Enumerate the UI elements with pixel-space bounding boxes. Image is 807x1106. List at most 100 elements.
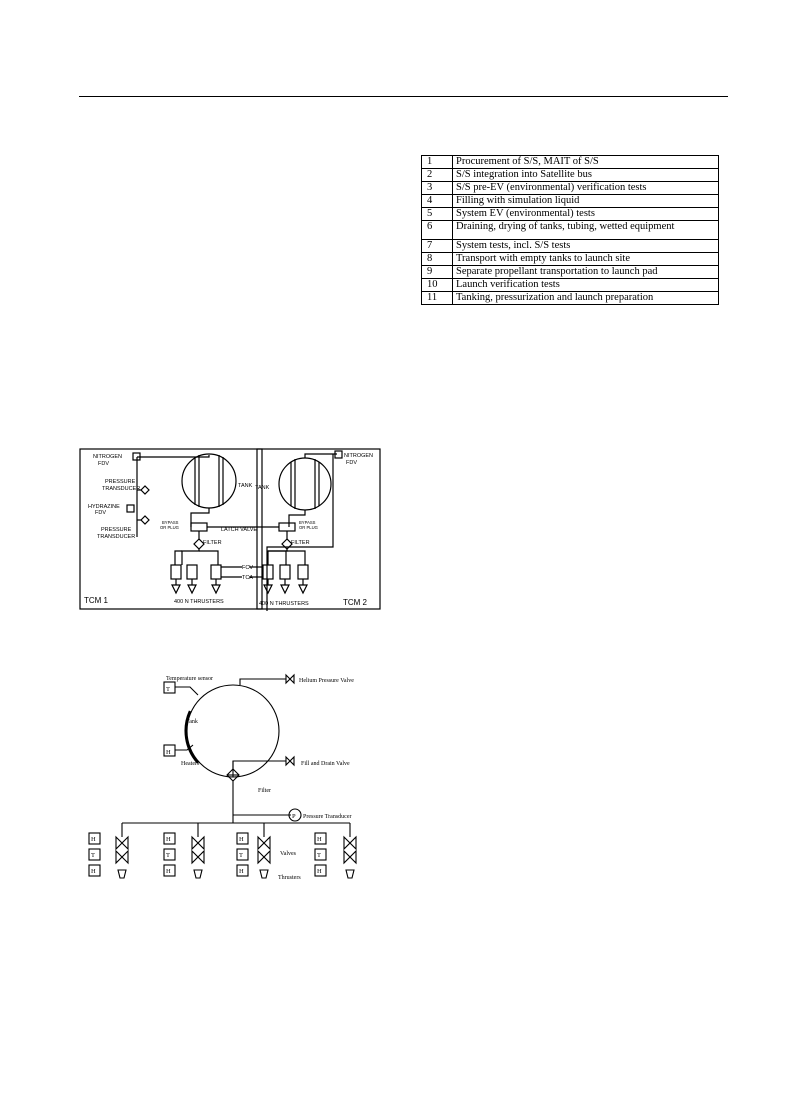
step-number: 9 [421,265,453,279]
nitrogen-fdv-left-symbol [132,452,141,461]
tcm2-label: TCM 2 [343,598,368,607]
nitrogen-fdv-left-label-2: FDV [98,461,109,467]
fill-drain-valve-symbol [285,755,295,767]
step-description: Separate propellant transportation to la… [452,265,719,279]
branch-1-box-letter-3: H [91,868,96,875]
step-description: System tests, incl. S/S tests [452,239,719,253]
thrusters-right-label: 400 N THRUSTERS [259,601,309,607]
step-description: S/S integration into Satellite bus [452,168,719,182]
pressure-transducer-symbol [288,808,302,822]
bypass-left-label-2: OR PLUG [160,525,179,530]
tca-label: TCA [242,575,253,581]
step-number: 4 [421,194,453,208]
latch-valve-label: LATCH VALVE [221,527,257,533]
tcm1-box [79,448,263,610]
pressure-transducer-top-label-1: PRESSURE [105,479,136,485]
pressure-transducer-letter: P [292,813,296,820]
temperature-sensor-letter: T [166,686,170,693]
step-description: Draining, drying of tanks, tubing, wette… [452,220,719,240]
step-number: 3 [421,181,453,195]
step-description: Transport with empty tanks to launch sit… [452,252,719,266]
hydrazine-fdv-label-2: FDV [95,510,106,516]
branch-2-box-letter-2: T [166,852,170,859]
step-description: Tanking, pressurization and launch prepa… [452,291,719,305]
branch-1-box-letter-2: T [91,852,95,859]
tank-right-symbol [278,457,332,511]
tcm-schematic-svg: NITROGEN FDV NITROGEN FDV PRESSURE TRANS… [79,448,381,611]
step-number: 7 [421,239,453,253]
tank-system-figure: Temperature sensor T Helium Pressure Val… [80,665,365,885]
hydrazine-fdv-label-1: HYDRAZINE [88,504,120,510]
tcm-schematic-figure: NITROGEN FDV NITROGEN FDV PRESSURE TRANS… [79,447,381,613]
thrusters-left-label: 400 N THRUSTERS [174,599,224,605]
step-number: 5 [421,207,453,221]
helium-valve-symbol [285,673,295,685]
step-description: System EV (environmental) tests [452,207,719,221]
hydrazine-fdv-symbol [126,504,135,513]
pressure-transducer-bottom-label-2: TRANSDUCER [97,534,135,540]
branch-1-box-letter-1: H [91,836,96,843]
branch-2-box-letter-1: H [166,836,171,843]
pressure-transducer-bottom-label-1: PRESSURE [101,527,132,533]
filter-label: Filter [258,788,271,794]
step-description: S/S pre-EV (environmental) verification … [452,181,719,195]
branch-2-box-letter-3: H [166,868,171,875]
tank-label: Tank [186,719,198,725]
bypass-right-label-2: OR PLUG [299,525,318,530]
branch-3-box-letter-1: H [239,836,244,843]
tank-right-label: TANK [255,485,270,491]
helium-valve-label: Helium Pressure Valve [299,678,354,684]
nitrogen-fdv-left-label-1: NITROGEN [93,454,122,460]
tank-system-svg: Temperature sensor T Helium Pressure Val… [88,673,357,881]
header-rule [79,96,728,97]
branch-3-box-letter-2: T [239,852,243,859]
step-number: 8 [421,252,453,266]
branch-4-box-letter-3: H [317,868,322,875]
tank-left-label: TANK [238,483,253,489]
pressure-transducer-bottom-symbol [140,515,150,525]
step-number: 10 [421,278,453,292]
thrusters-label: Thrusters [278,875,301,881]
tcm2-box [256,448,381,610]
heater-letter: H [166,749,171,756]
valves-label: Valves [280,851,297,857]
fcv-label: FCV [242,565,253,571]
step-description: Filling with simulation liquid [452,194,719,208]
tank-left-symbol [181,453,237,509]
step-number: 6 [421,220,453,240]
nitrogen-fdv-right-label-1: NITROGEN [344,453,373,459]
heaters-label: Heaters [181,761,200,767]
temperature-sensor-label: Temperature sensor [166,676,213,682]
step-description: Procurement of S/S, MAIT of S/S [452,155,719,169]
nitrogen-fdv-right-symbol [334,450,343,459]
pressure-transducer-top-symbol [140,485,150,495]
branch-3-box-letter-3: H [239,868,244,875]
bypass-left-label-1: BYPASS [162,520,179,525]
pressure-transducer-top-label-2: TRANSDUCER [102,486,140,492]
step-number: 11 [421,291,453,305]
bypass-right-label-1: BYPASS [299,520,316,525]
filter-left-label: FILTER [203,540,222,546]
tcm1-label: TCM 1 [84,596,109,605]
pressure-transducer-label: Pressure Transducer [303,814,352,820]
step-description: Launch verification tests [452,278,719,292]
fill-drain-valve-label: Fill and Drain Valve [301,761,350,767]
filter-right-label: FILTER [291,540,310,546]
nitrogen-fdv-right-label-2: FDV [346,460,357,466]
branch-4-box-letter-1: H [317,836,322,843]
heater-band [184,710,199,764]
step-number: 1 [421,155,453,169]
branch-4-box-letter-2: T [317,852,321,859]
